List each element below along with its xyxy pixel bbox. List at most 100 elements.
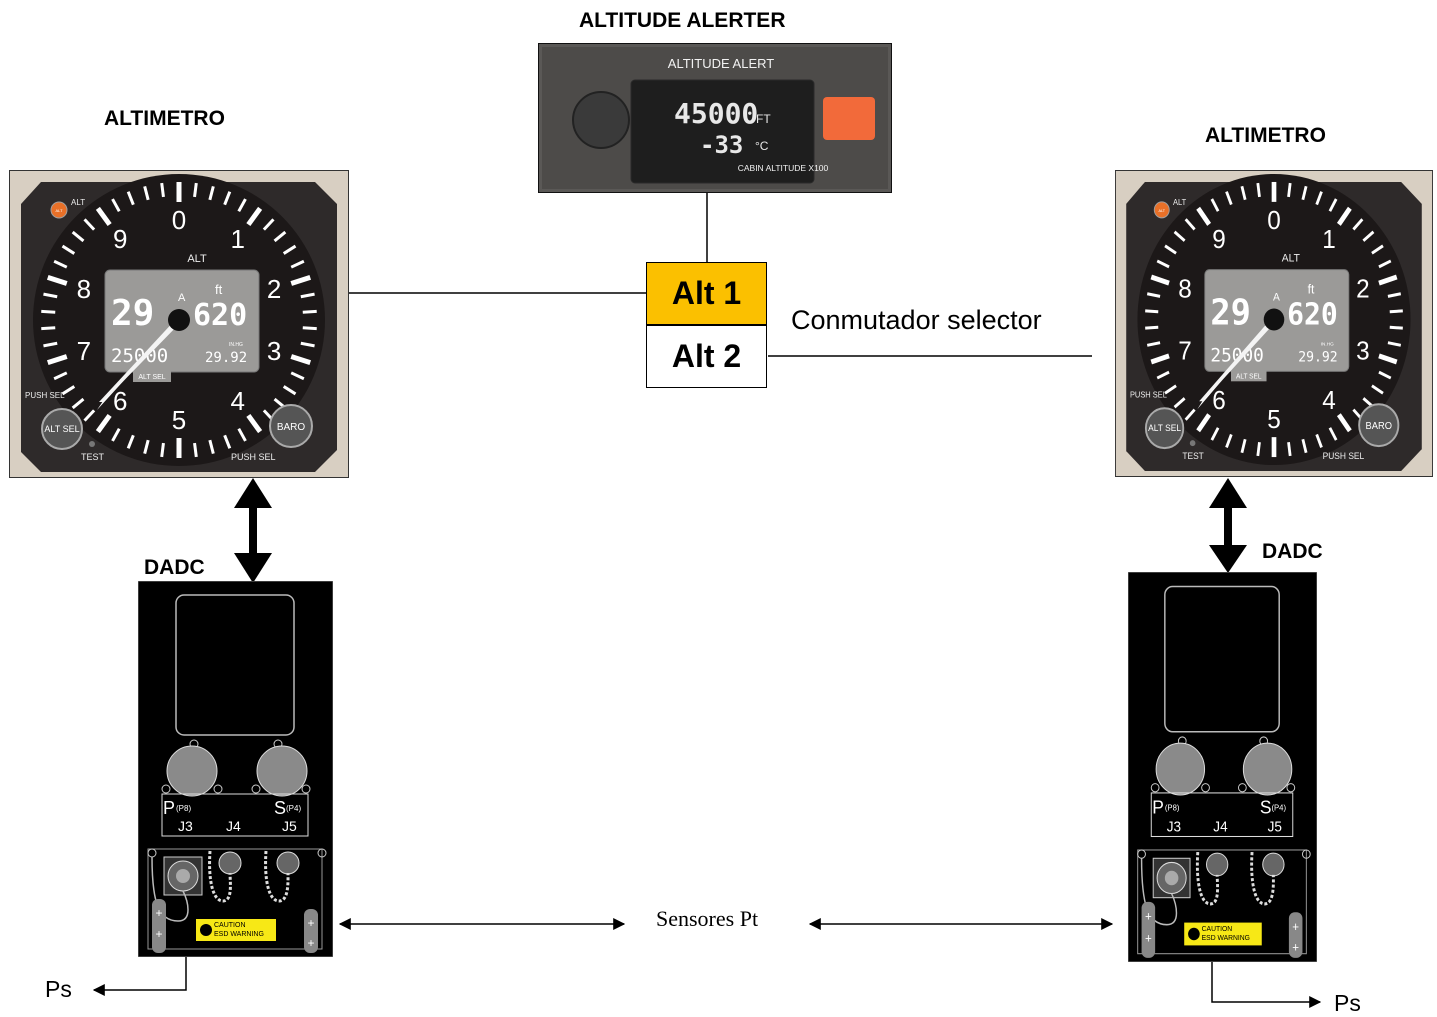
- dial-tick: [46, 354, 68, 366]
- dial-number: 1: [231, 224, 245, 254]
- dial-tick: [1256, 182, 1261, 198]
- dial-tick: [71, 397, 85, 410]
- svg-text:+: +: [307, 916, 314, 930]
- j5-port: [276, 851, 300, 875]
- alt-sel-knob[interactable]: [1144, 407, 1185, 450]
- dial-alt-label: ALT: [187, 253, 207, 265]
- dial-tick: [237, 198, 247, 213]
- ps-left-line: [92, 957, 187, 996]
- dial-number: 1: [1322, 225, 1336, 254]
- dial-tick: [1336, 413, 1352, 433]
- baro-knob[interactable]: [269, 404, 313, 448]
- dial-tick: [1378, 274, 1398, 286]
- dial-tick: [1315, 191, 1323, 206]
- lcd-baro-setting: 29.92: [1298, 349, 1337, 366]
- alt-lamp-label: ALT: [1173, 198, 1186, 207]
- dial-tick: [83, 218, 96, 231]
- dial-tick: [1240, 185, 1247, 201]
- dial-tick: [1328, 427, 1338, 441]
- alt1-label: Alt 1: [671, 275, 742, 311]
- dial-tick: [282, 244, 297, 255]
- alt-sel-knob-label: ALT SEL: [44, 424, 79, 434]
- alt-lamp-label: ALT: [71, 198, 85, 207]
- dial-tick: [1301, 438, 1308, 454]
- lcd-tail: 620: [193, 298, 247, 333]
- alt-lamp-text: ALT: [55, 208, 63, 213]
- dial-tick: [273, 230, 287, 243]
- left-altimeter-title: ALTIMETRO: [104, 107, 225, 130]
- alt-sel-knob[interactable]: [41, 408, 83, 450]
- lcd-a-mark: A: [1273, 291, 1281, 303]
- dial-tick: [41, 326, 56, 331]
- dial-tick: [1287, 441, 1292, 457]
- alt-sel-knob-label: ALT SEL: [1148, 423, 1181, 433]
- dial-alt-label: ALT: [1282, 252, 1301, 264]
- alt2-switch-position[interactable]: Alt 2: [646, 325, 767, 388]
- dial-tick: [1173, 230, 1186, 242]
- dial-number: 9: [1212, 225, 1226, 254]
- dial-tick: [1150, 353, 1170, 365]
- dial-tick: [1378, 353, 1398, 365]
- caution-text: CAUTION: [214, 922, 246, 929]
- dial-tick: [1389, 309, 1403, 314]
- lcd-selected-alt: 25000: [111, 345, 168, 367]
- port-s-label: S: [274, 798, 286, 818]
- caution-text: CAUTION: [1202, 926, 1232, 933]
- j4-label: J4: [226, 818, 241, 834]
- alt1-switch-position[interactable]: Alt 1: [646, 262, 767, 325]
- j4-port: [218, 851, 242, 875]
- dial-tick: [1164, 244, 1177, 255]
- alerter-altitude-unit: FT: [756, 112, 771, 126]
- dial-number: 9: [113, 224, 127, 254]
- dial-number: 4: [1322, 386, 1336, 415]
- dial-number: 3: [267, 336, 281, 366]
- alerter-display: [630, 79, 815, 184]
- dial-tick: [1196, 206, 1212, 226]
- alerter-title: ALTITUDE ALERTER: [579, 9, 786, 32]
- dial-tick: [1256, 441, 1261, 457]
- push-sel-right: PUSH SEL: [231, 452, 276, 462]
- dial-tick: [1196, 413, 1212, 433]
- dial-tick: [61, 244, 76, 255]
- alt-lamp: [50, 201, 68, 219]
- dial-number: 6: [113, 386, 127, 416]
- alt-lamp-text: ALT: [1158, 209, 1165, 213]
- port-s-connector: [1242, 742, 1293, 796]
- dial-tick: [1328, 198, 1338, 212]
- port-p-label: P: [1152, 797, 1164, 818]
- sensors-caption: Sensores Pt: [656, 906, 759, 931]
- j4-label: J4: [1213, 818, 1228, 835]
- dial-tick: [1389, 325, 1403, 330]
- dial-tick: [1287, 182, 1292, 198]
- dial-tick: [223, 191, 232, 206]
- baro-knob-label: BARO: [1366, 421, 1393, 432]
- dial-number: 8: [77, 274, 91, 304]
- alerter-orange-button[interactable]: [823, 97, 875, 140]
- svg-text:+: +: [155, 927, 162, 941]
- alerter-temperature: -33: [700, 131, 743, 159]
- baro-knob[interactable]: [1358, 403, 1400, 448]
- left-dadc-unit: P (P8) S (P4) J3 J4 J5 + + + + CAUTION E…: [138, 581, 333, 957]
- dial-tick: [43, 292, 58, 299]
- dial-tick: [290, 274, 312, 286]
- selector-caption: Conmutador selector: [791, 305, 1042, 335]
- alerter-footer: CABIN ALTITUDE X100: [738, 163, 829, 173]
- right-altimeter-title: ALTIMETRO: [1205, 124, 1326, 147]
- push-sel-left: PUSH SEL: [25, 391, 65, 400]
- dial-tick: [237, 427, 247, 442]
- caution-label: [196, 919, 276, 941]
- dadc-display-window: [175, 594, 295, 736]
- dial-tick: [1378, 370, 1392, 380]
- lcd-tail: 620: [1287, 297, 1338, 332]
- dial-tick: [61, 385, 76, 396]
- test-label: TEST: [81, 452, 105, 462]
- dial-tick: [53, 371, 68, 381]
- svg-text:+: +: [307, 936, 314, 950]
- lcd-ft-unit: ft: [1308, 282, 1315, 296]
- dial-number: 7: [77, 336, 91, 366]
- dial-tick: [290, 259, 305, 269]
- dial-tick: [300, 341, 315, 348]
- dial-tick: [126, 434, 135, 449]
